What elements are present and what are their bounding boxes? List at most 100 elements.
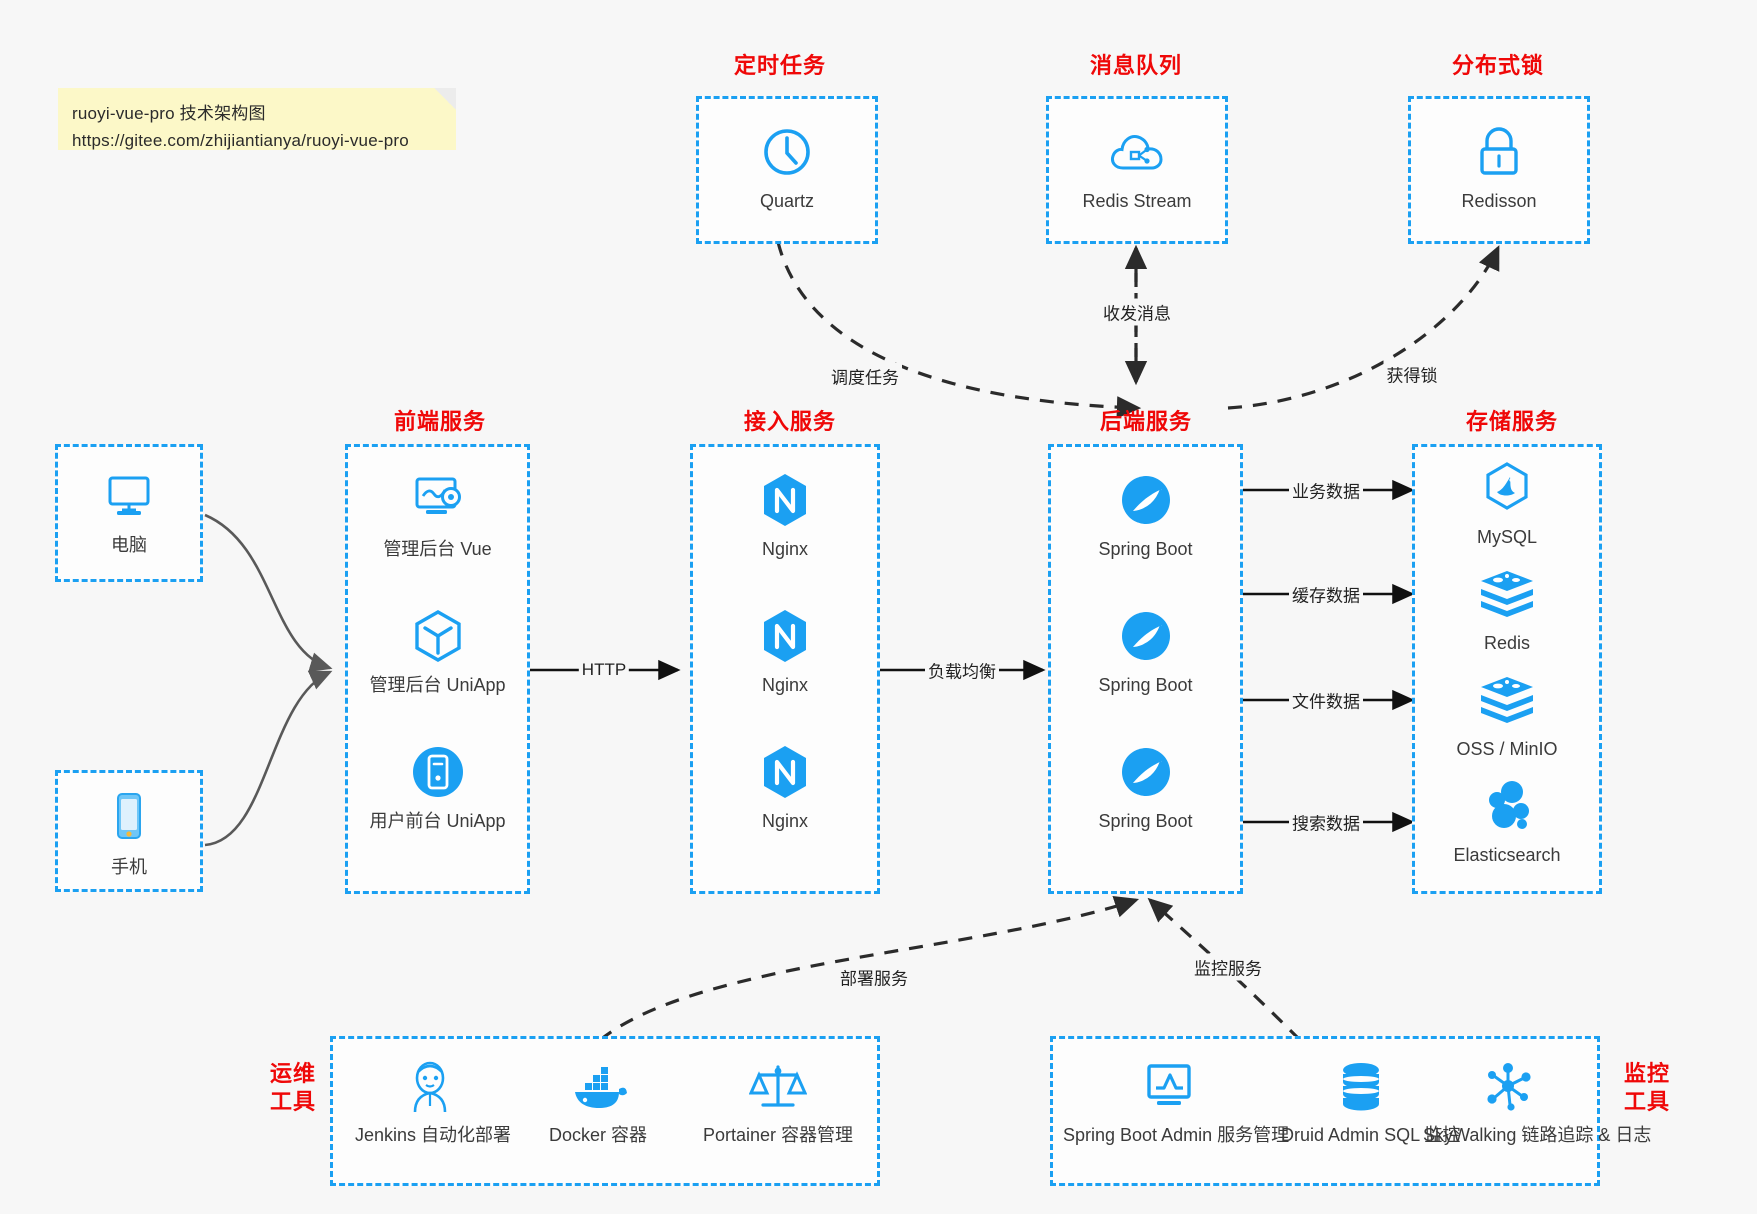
node-label-main: Spring Boot Admin (1063, 1125, 1213, 1145)
node-label: 手机 (111, 857, 147, 877)
node-label: OSS / MinIO (1456, 739, 1558, 759)
node-oss-minio[interactable]: OSS / MinIO (1415, 669, 1599, 761)
node-portainer[interactable]: Portainer 容器管理 (703, 1055, 853, 1148)
group-title-mq: 消息队列 (1089, 53, 1182, 78)
node-label-main: Docker (548, 1125, 606, 1145)
node-label: SkyWalking 链路追踪 & 日志 (1423, 1123, 1651, 1148)
group-title-backend: 后端服务 (1099, 409, 1192, 434)
node-spring-boot-3[interactable]: Spring Boot (1051, 741, 1240, 833)
docker-icon (523, 1055, 673, 1119)
mysql-icon (1415, 457, 1599, 519)
node-label: Elasticsearch (1453, 845, 1561, 865)
elasticsearch-icon (1415, 775, 1599, 837)
node-nginx-3[interactable]: Nginx (693, 741, 877, 833)
group-title-scheduler: 定时任务 (733, 53, 826, 78)
node-label: 管理后台 Vue (383, 539, 492, 559)
node-label: 管理后台 UniApp (369, 675, 506, 695)
node-spring-boot-2[interactable]: Spring Boot (1051, 605, 1240, 697)
edge-label-search-data: 搜索数据 (1289, 808, 1363, 836)
edge-label-message: 收发消息 (1100, 298, 1174, 326)
group-box-monitor: Spring Boot Admin 服务管理 Druid Adm (1050, 1036, 1651, 1186)
group-title-storage: 存储服务 (1465, 409, 1558, 434)
node-label: Spring Boot (1098, 675, 1193, 695)
group-title-lock: 分布式锁 (1451, 53, 1544, 78)
skywalking-icon (1423, 1055, 1593, 1119)
node-label-main: Jenkins (355, 1125, 417, 1145)
node-druid-admin[interactable]: Druid Admin SQL 监控 (1281, 1055, 1460, 1148)
group-box-mq: Redis Stream (1046, 96, 1228, 244)
node-desktop: 电脑 (58, 465, 200, 557)
node-label: Redis (1483, 633, 1531, 653)
node-label: Spring Boot (1098, 811, 1193, 831)
node-user-uniapp[interactable]: 用户前台 UniApp (348, 741, 527, 833)
node-label: Redisson (1461, 191, 1537, 211)
edge-label-cache-data: 缓存数据 (1289, 580, 1363, 608)
group-title-gateway: 接入服务 (743, 409, 836, 434)
monitor-title-line1: 监控 (1623, 1061, 1670, 1086)
node-spring-boot-1[interactable]: Spring Boot (1051, 469, 1240, 561)
node-label-sub: 容器管理 (781, 1125, 854, 1145)
node-label-main: Druid Admin (1281, 1125, 1380, 1145)
group-box-lock: Redisson (1408, 96, 1590, 244)
sticky-note: ruoyi-vue-pro 技术架构图 https://gitee.com/zh… (58, 88, 456, 150)
node-label: Spring Boot Admin 服务管理 (1063, 1123, 1289, 1148)
group-title-devops: 运维 工具 (258, 1060, 328, 1115)
scales-icon (703, 1055, 853, 1119)
node-redis[interactable]: Redis (1415, 563, 1599, 655)
cube-icon (348, 605, 527, 667)
group-box-backend: Spring Boot Spring Boot Spring Boot (1048, 444, 1243, 894)
node-label-main: Portainer (703, 1125, 777, 1145)
node-mysql[interactable]: MySQL (1415, 457, 1599, 549)
node-docker[interactable]: Docker 容器 (523, 1055, 673, 1148)
edge-label-file-data: 文件数据 (1289, 686, 1363, 714)
devops-title-line2: 工具 (269, 1088, 316, 1114)
client-box-desktop[interactable]: 电脑 (55, 444, 203, 582)
oss-minio-icon (1415, 669, 1599, 731)
group-box-storage: MySQL Redis (1412, 444, 1602, 894)
node-redis-stream[interactable]: Redis Stream (1049, 121, 1225, 213)
node-nginx-1[interactable]: Nginx (693, 469, 877, 561)
node-label-main: SkyWalking (1423, 1125, 1517, 1145)
node-quartz[interactable]: Quartz (699, 121, 875, 213)
node-label-sub: 服务管理 (1217, 1125, 1290, 1145)
edge-label-http: HTTP (578, 659, 630, 681)
monitor-title-line2: 工具 (1623, 1088, 1670, 1114)
group-title-frontend: 前端服务 (393, 409, 486, 434)
devops-title-line1: 运维 (269, 1061, 316, 1086)
node-label: Nginx (761, 811, 809, 831)
node-label: Docker 容器 (523, 1123, 673, 1148)
nginx-icon (693, 605, 877, 667)
node-label: MySQL (1476, 527, 1537, 547)
mobile-app-icon (348, 741, 527, 803)
node-skywalking[interactable]: SkyWalking 链路追踪 & 日志 (1423, 1055, 1651, 1148)
node-label-sub: 链路追踪 & 日志 (1521, 1125, 1652, 1145)
spring-boot-icon (1051, 469, 1240, 531)
node-redisson[interactable]: Redisson (1411, 121, 1587, 213)
group-box-gateway: Nginx Nginx Nginx (690, 444, 880, 894)
redis-icon (1415, 563, 1599, 625)
node-label: Druid Admin SQL 监控 (1281, 1123, 1460, 1148)
node-admin-uniapp[interactable]: 管理后台 UniApp (348, 605, 527, 697)
node-mobile: 手机 (58, 787, 200, 879)
edge-label-lb: 负载均衡 (925, 656, 999, 684)
node-label: 电脑 (111, 535, 147, 555)
edge-label-monitoring: 监控服务 (1191, 953, 1265, 981)
clock-icon (699, 121, 875, 183)
note-fold-corner (434, 88, 456, 110)
node-admin-vue[interactable]: 管理后台 Vue (348, 469, 527, 561)
node-spring-boot-admin[interactable]: Spring Boot Admin 服务管理 (1063, 1055, 1289, 1148)
node-label: Nginx (761, 675, 809, 695)
database-icon (1281, 1055, 1441, 1119)
node-jenkins[interactable]: Jenkins 自动化部署 (355, 1055, 511, 1148)
node-nginx-2[interactable]: Nginx (693, 605, 877, 697)
node-label: Portainer 容器管理 (703, 1123, 853, 1148)
node-elasticsearch[interactable]: Elasticsearch (1415, 775, 1599, 867)
cloud-network-icon (1049, 121, 1225, 183)
edge-label-acquire-lock: 获得锁 (1383, 360, 1441, 388)
spring-boot-icon (1051, 741, 1240, 803)
node-label: 用户前台 UniApp (369, 811, 506, 831)
node-label: Redis Stream (1082, 191, 1192, 211)
padlock-icon (1411, 121, 1587, 183)
client-box-mobile[interactable]: 手机 (55, 770, 203, 892)
node-label: Spring Boot (1098, 539, 1193, 559)
